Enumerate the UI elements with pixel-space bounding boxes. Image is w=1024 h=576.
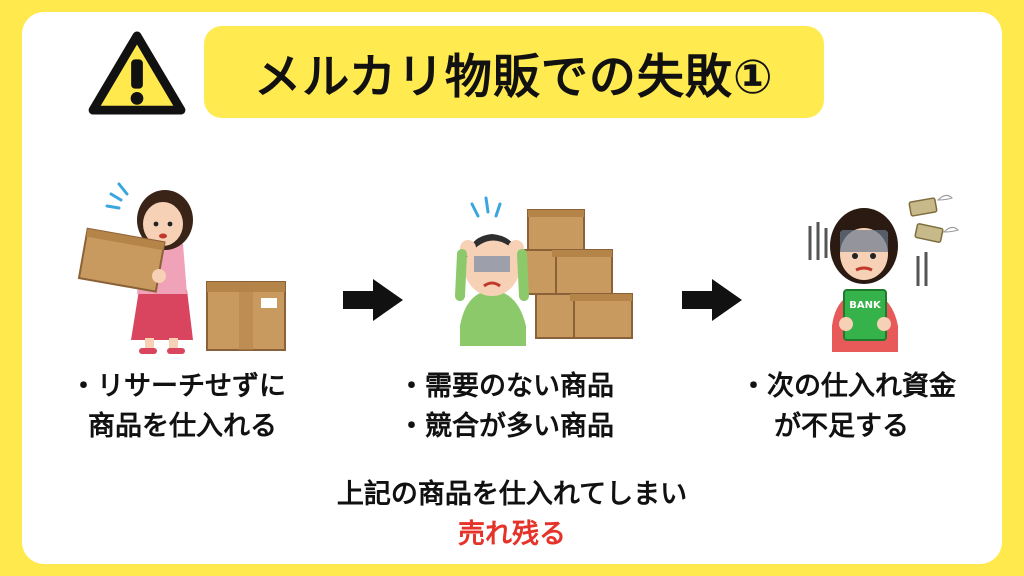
- step-3-line-1: ・次の仕入れ資金: [740, 371, 956, 402]
- bank-label: BANK: [849, 300, 882, 311]
- conclusion-line-1: 上記の商品を仕入れてしまい: [336, 479, 688, 510]
- woman-carrying-box-illustration: [77, 182, 286, 354]
- step-1-line-1: ・リサーチせずに: [70, 371, 286, 402]
- step-3-caption: ・次の仕入れ資金 が不足する: [740, 367, 956, 447]
- overwhelmed-person-with-boxes-illustration: [455, 196, 633, 346]
- step-2-line-2: ・競合が多い商品: [398, 411, 614, 442]
- step-2-caption: ・需要のない商品 ・競合が多い商品: [398, 367, 614, 447]
- warning-triangle-icon: [88, 31, 186, 115]
- step-1-caption: ・リサーチせずに 商品を仕入れる: [70, 367, 286, 447]
- step-3-line-2: が不足する: [774, 411, 909, 442]
- conclusion-emphasis: 売れ残る: [458, 519, 566, 550]
- worried-woman-with-bankbook-illustration: BANK: [808, 194, 959, 352]
- page-title: メルカリ物販での失敗①: [254, 49, 774, 105]
- right-arrow-icon: [682, 279, 742, 321]
- right-arrow-icon: [343, 279, 403, 321]
- title-banner: メルカリ物販での失敗①: [204, 26, 824, 118]
- step-1-line-2: 商品を仕入れる: [88, 411, 277, 442]
- step-2-line-1: ・需要のない商品: [398, 371, 614, 402]
